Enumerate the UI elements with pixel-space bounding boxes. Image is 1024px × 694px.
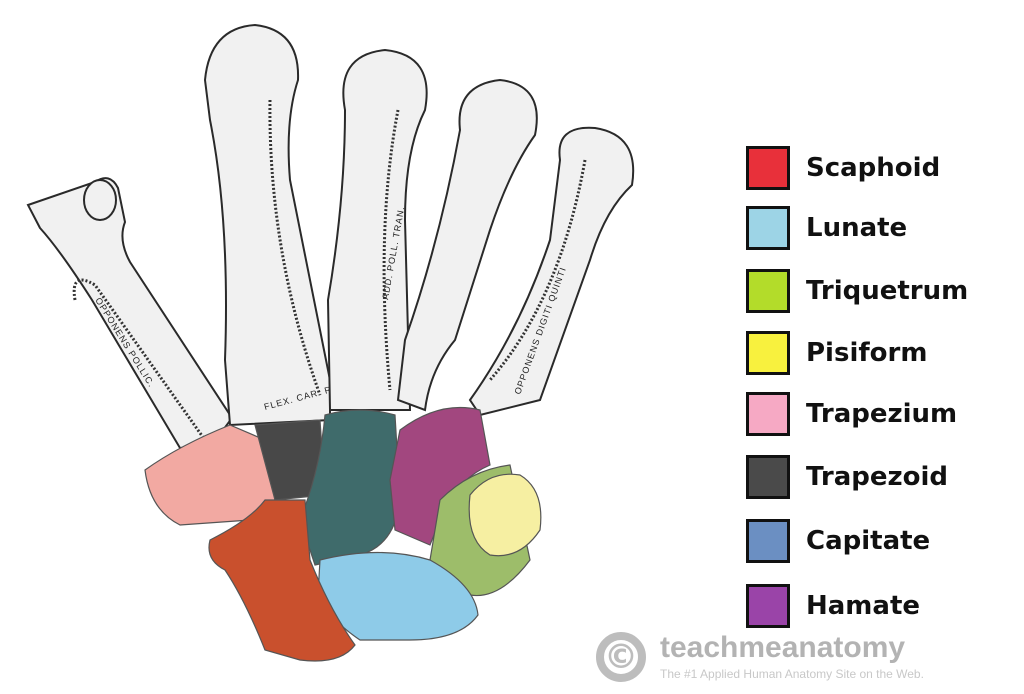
middle-metacarpal: ADD. POLL. TRAN. [326,48,428,411]
legend-swatch [746,206,790,250]
legend-swatch [746,146,790,190]
legend-label: Trapezium [806,399,958,429]
legend-item-hamate: Hamate [746,584,920,628]
capitate-bone [299,409,401,566]
legend-label: Capitate [806,526,931,556]
lunate-bone [317,551,479,641]
thumb-metacarpal: OPPONENS POLLIC. [26,177,234,450]
legend-label: Pisiform [806,338,928,368]
legend-swatch [746,584,790,628]
legend-swatch [746,331,790,375]
legend-label: Triquetrum [806,276,969,306]
legend-swatch [746,455,790,499]
legend-item-pisiform: Pisiform [746,331,927,375]
hand-illustration: OPPONENS POLLIC. FLEX. CAR. RAD. ADD. PO… [26,23,635,662]
legend-item-capitate: Capitate [746,519,930,563]
legend-item-lunate: Lunate [746,206,907,250]
legend-label: Hamate [806,591,921,621]
watermark-tagline: The #1 Applied Human Anatomy Site on the… [660,667,924,681]
legend-swatch [746,519,790,563]
legend-item-trapezoid: Trapezoid [746,455,948,499]
legend-label: Trapezoid [806,462,949,492]
watermark: © teachmeanatomy The #1 Applied Human An… [596,632,924,682]
legend-swatch [746,269,790,313]
scaphoid-bone [208,499,356,662]
ring-metacarpal [396,78,538,412]
legend-item-triquetrum: Triquetrum [746,269,968,313]
legend-swatch [746,392,790,436]
watermark-name: teachmeanatomy [660,631,906,664]
copyright-icon: © [596,632,646,682]
legend-label: Lunate [806,213,908,243]
legend-item-scaphoid: Scaphoid [746,146,940,190]
pisiform-bone [468,473,542,557]
legend-item-trapezium: Trapezium [746,392,957,436]
legend-label: Scaphoid [806,153,941,183]
